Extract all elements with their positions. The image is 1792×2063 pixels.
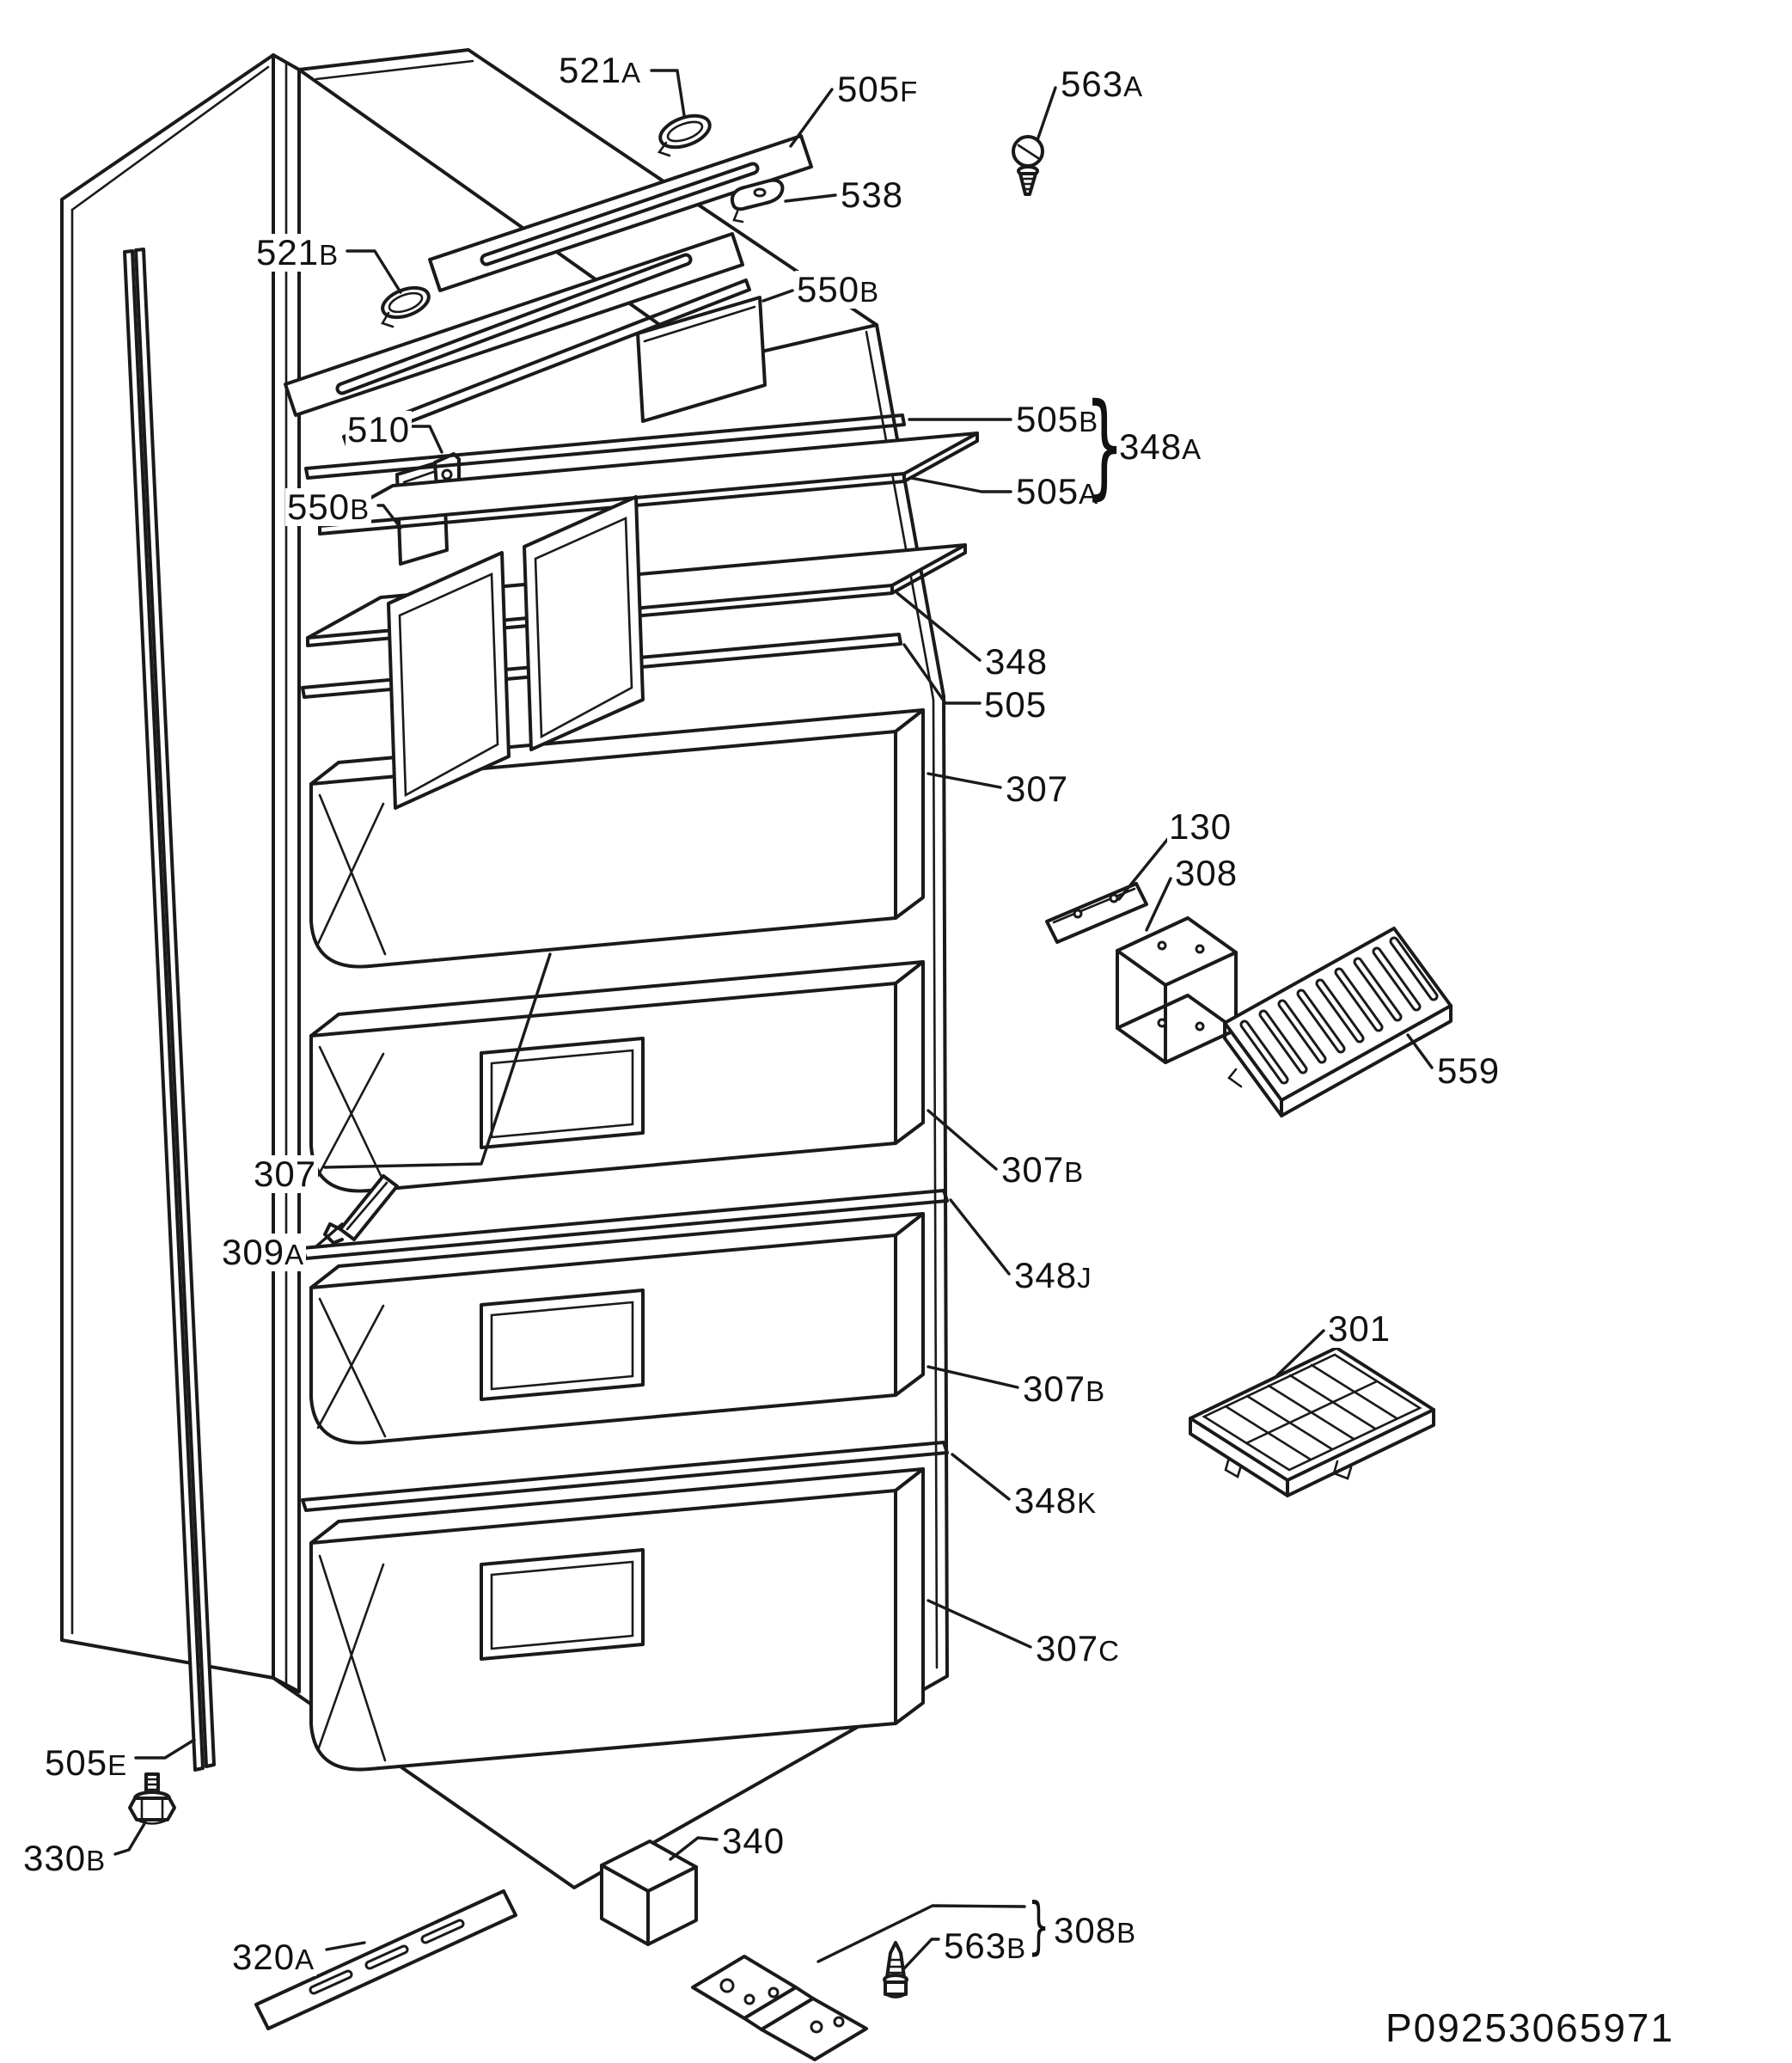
part-label-suffix: A: [295, 1944, 315, 1975]
part-label-suffix: A: [1123, 70, 1144, 102]
screw-563A: [1012, 135, 1044, 196]
hinge-plate-538: [730, 178, 785, 223]
drawer-307B-1: [309, 960, 925, 1193]
mounting-rail-505F: [428, 134, 813, 292]
part-label-suffix: B: [859, 276, 880, 308]
part-label-suffix: B: [1086, 1375, 1106, 1407]
part-label-308B: 308B: [1052, 1910, 1139, 1950]
bracket-308: [1116, 916, 1238, 1064]
part-label-suffix: B: [350, 493, 370, 525]
part-label-330B: 330B: [21, 1838, 108, 1878]
part-label-307: 307: [252, 1154, 319, 1194]
drawer-307C: [309, 1467, 925, 1772]
part-label-suffix: A: [1079, 478, 1099, 510]
part-label-307B: 307B: [1000, 1149, 1086, 1190]
part-label-suffix: J: [1077, 1262, 1092, 1294]
leader-lines: [113, 69, 1434, 1970]
part-label-suffix: B: [319, 239, 339, 271]
leveling-foot-330B: [128, 1772, 176, 1825]
part-label-563A: 563A: [1059, 64, 1146, 104]
part-label-suffix: B: [1079, 406, 1099, 438]
clip-309A: [323, 1174, 399, 1245]
part-label-348A: 348A: [1117, 426, 1204, 467]
part-label-521B: 521B: [254, 232, 341, 272]
part-label-505B: 505B: [1014, 399, 1101, 439]
part-label-348J: 348J: [1012, 1255, 1094, 1295]
shelf-trim-505B: [304, 413, 906, 480]
trim-strip-348K: [301, 1441, 949, 1512]
part-label-559: 559: [1435, 1050, 1502, 1091]
part-label-suffix: A: [1182, 433, 1202, 465]
part-label-suffix: C: [1098, 1635, 1120, 1667]
part-label-307B: 307B: [1021, 1368, 1108, 1409]
part-label-suffix: B: [1116, 1917, 1137, 1949]
drawer-307: [309, 495, 925, 969]
part-label-538: 538: [839, 174, 906, 215]
part-label-505F: 505F: [835, 69, 920, 109]
part-label-340: 340: [720, 1821, 787, 1861]
part-label-505E: 505E: [43, 1742, 130, 1783]
cover-plate-550B-right: [636, 296, 767, 423]
part-label-suffix: E: [107, 1749, 128, 1781]
bottom-rail-320A: [254, 1889, 517, 2030]
part-label-505A: 505A: [1014, 471, 1101, 511]
trim-strip-348J: [301, 1189, 949, 1260]
part-label-307C: 307C: [1034, 1628, 1122, 1668]
part-label-suffix: K: [1077, 1487, 1098, 1519]
cap-521B: [381, 285, 431, 328]
part-label-suffix: B: [1064, 1156, 1085, 1188]
part-label-307: 307: [1004, 768, 1071, 809]
part-label-348: 348: [983, 641, 1050, 682]
vent-grille-559: [1223, 927, 1453, 1117]
part-label-521A: 521A: [557, 50, 644, 90]
part-label-suffix: A: [284, 1239, 305, 1270]
part-number: P09253065971: [1385, 2005, 1675, 2050]
ice-cube-tray-301: [1189, 1346, 1435, 1497]
part-label-550B: 550B: [795, 269, 882, 309]
screw-563B: [883, 1941, 908, 1999]
part-label-550B: 550B: [285, 487, 372, 527]
part-label-348K: 348K: [1012, 1480, 1099, 1521]
mounting-rail-521B: [284, 232, 744, 417]
part-label-suffix: F: [900, 76, 919, 107]
spacer-block-340: [600, 1840, 698, 1946]
part-label-suffix: B: [86, 1845, 107, 1876]
part-label-suffix: B: [1006, 1932, 1027, 1964]
part-label-563B: 563B: [942, 1925, 1029, 1966]
cap-521A: [657, 113, 712, 157]
part-label-505: 505: [982, 684, 1049, 725]
part-label-suffix: A: [621, 57, 642, 89]
part-label-301: 301: [1326, 1308, 1393, 1349]
part-label-130: 130: [1167, 806, 1234, 847]
part-label-510: 510: [346, 409, 413, 450]
part-label-320A: 320A: [230, 1937, 317, 1977]
part-label-309A: 309A: [220, 1232, 307, 1272]
bottom-hinge-308B: [691, 1955, 868, 2061]
drawer-307B-2: [309, 1212, 925, 1445]
trim-strip-550B-top: [342, 279, 751, 448]
group-brace-308B: }: [1028, 1889, 1050, 1962]
door-gasket-505E: [123, 248, 216, 1772]
part-label-308: 308: [1173, 853, 1240, 893]
